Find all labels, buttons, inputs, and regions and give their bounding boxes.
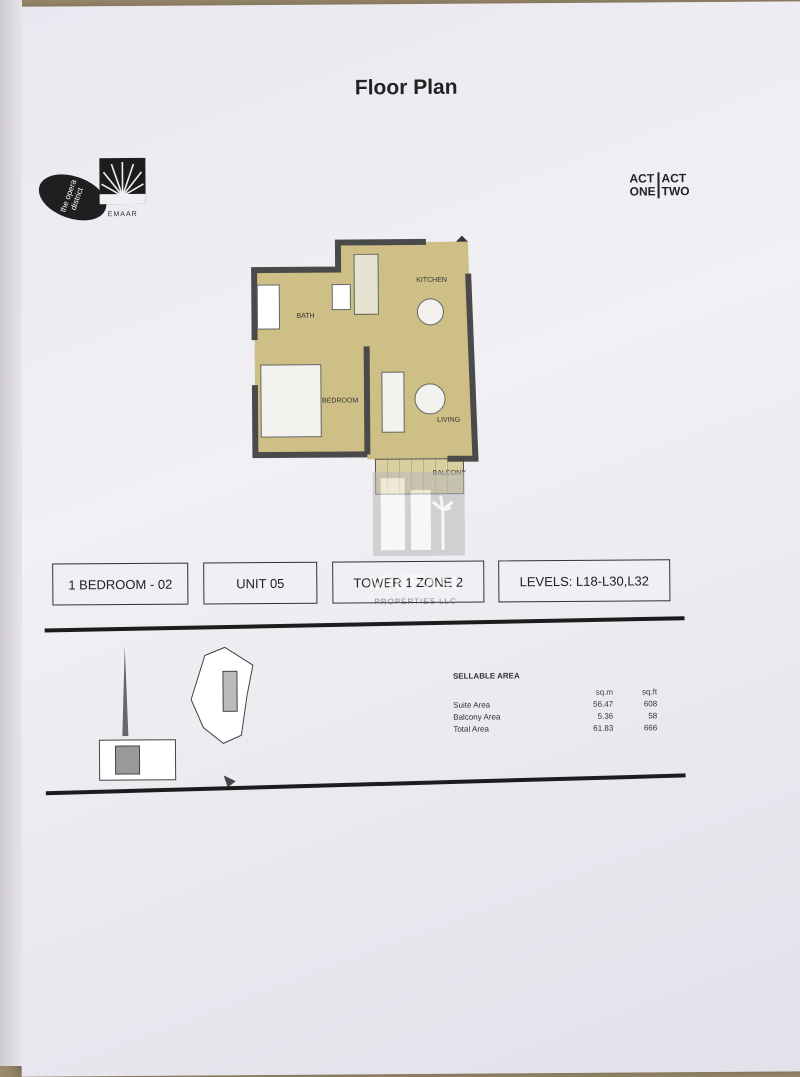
unit-number-box: UNIT 05: [203, 562, 317, 605]
sellable-area-heading: SELLABLE AREA: [453, 670, 657, 680]
unit-number-text: UNIT 05: [236, 575, 284, 590]
dining-table: [417, 299, 443, 325]
bathtub: [257, 285, 279, 329]
area-label: Suite Area: [453, 700, 549, 710]
emaar-logo-text: EMAAR: [98, 211, 148, 218]
area-sqm: 56.47: [549, 699, 613, 708]
area-label: Balcony Area: [453, 712, 549, 722]
levels-box: LEVELS: L18-L30,L32: [498, 559, 670, 602]
book-page-edge: [0, 0, 22, 1066]
wc: [332, 284, 350, 309]
area-sqft: 666: [613, 723, 657, 732]
area-sqft: 58: [613, 711, 657, 720]
living-label: LIVING: [437, 417, 460, 424]
act-logo-text: TWO: [662, 185, 690, 198]
watermark-subtitle: PROPERTIES LLC: [374, 597, 456, 607]
emaar-sunburst-icon: [97, 156, 147, 206]
entrance-arrow-icon: [456, 236, 468, 242]
page-title: Floor Plan: [355, 76, 458, 101]
floor-plan-drawing: KITCHEN BATH BEDROOM LIVING BALCONY: [246, 233, 498, 505]
tower-footprint: [191, 647, 254, 743]
bed: [261, 365, 322, 437]
area-sqm: 61.83: [549, 723, 613, 732]
watermark-building-icon: [373, 472, 466, 557]
bath-label: BATH: [296, 313, 314, 320]
key-plan-map: [95, 635, 296, 796]
burj-khalifa-icon: [122, 646, 129, 736]
opera-district-logo-text: the opera district: [57, 175, 88, 221]
podium-footprint: [99, 740, 175, 781]
top-divider: [45, 616, 685, 632]
coffee-table: [415, 384, 445, 414]
area-sqft: 608: [613, 699, 657, 708]
bedroom-type-box: 1 BEDROOM - 02: [52, 563, 188, 606]
area-label: Total Area: [453, 724, 549, 734]
bedroom-label: BEDROOM: [322, 397, 358, 404]
levels-text: LEVELS: L18-L30,L32: [520, 573, 649, 589]
bedroom-type-text: 1 BEDROOM - 02: [68, 576, 172, 592]
kitchen-counter: [354, 254, 378, 314]
area-sqm: 5.36: [549, 711, 613, 720]
kitchen-label: KITCHEN: [416, 277, 447, 284]
emaar-logo: EMAAR: [97, 156, 147, 218]
sofa: [382, 372, 404, 432]
sqft-unit: sq.ft: [613, 687, 657, 696]
act-logo-text: ONE: [630, 185, 656, 198]
watermark-name: MidEast: [368, 570, 460, 597]
sqm-unit: sq.m: [549, 687, 613, 696]
